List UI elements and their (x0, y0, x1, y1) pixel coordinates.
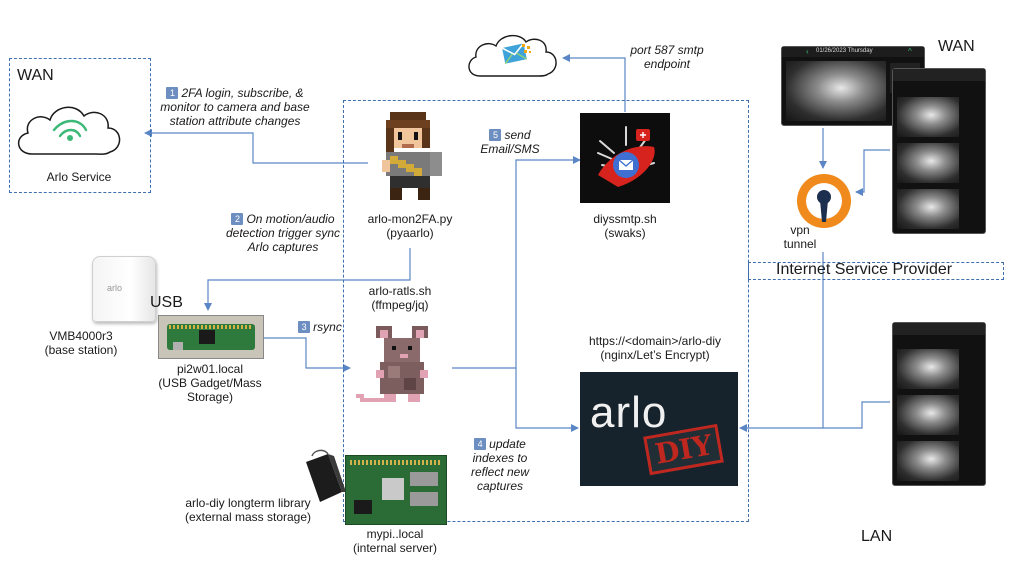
step-2-badge: 2 (231, 213, 244, 225)
step-5-badge: 5 (489, 129, 502, 141)
pi2w-line2: (USB Gadget/Mass (158, 376, 262, 390)
diyssmtp-sub: (swaks) (604, 226, 646, 240)
wan-phone-portrait (892, 68, 986, 234)
step-4-line4: captures (476, 479, 524, 493)
internal-network-box (343, 100, 749, 522)
external-drive-icon (306, 449, 346, 502)
mypi-line1: mypi..local (366, 527, 424, 541)
vpn-line1: vpn (790, 223, 810, 237)
port-line1: port 587 smtp (630, 43, 704, 57)
ratls-name: arlo-ratls.sh (368, 284, 432, 298)
swiss-army-knife-icon (597, 126, 655, 187)
arlo-logo-text: arlo (590, 388, 668, 437)
step-4-line1: update (489, 437, 526, 451)
library-line1: arlo-diy longterm library (185, 496, 311, 510)
vpn-icon (797, 174, 851, 228)
arrow-update-index (515, 368, 579, 432)
arlo-mon-label: arlo-mon2FA.py (pyaarlo) (350, 212, 470, 240)
port-587-label: port 587 smtp endpoint (612, 43, 722, 71)
vmb-line1: VMB4000r3 (49, 329, 113, 343)
base-station-label: VMB4000r3 (base station) (26, 329, 136, 357)
lan-phone-portrait (892, 322, 986, 486)
isp-banner (748, 262, 1004, 280)
step-5-line2: Email/SMS (480, 142, 540, 156)
library-label: arlo-diy longterm library (external mass… (168, 496, 328, 524)
arrow-send-email (452, 156, 581, 369)
smtp-cloud-icon (468, 35, 557, 77)
webserver-label: https://<domain>/arlo-diy (nginx/Let’s E… (570, 334, 740, 362)
step-1-line3: station attribute changes (169, 114, 301, 128)
arrow-2fa-link (144, 129, 368, 164)
mypi-line2: (internal server) (352, 541, 438, 555)
step-2-line1: On motion/audio (246, 212, 335, 226)
mypi-label: mypi..local (internal server) (340, 527, 450, 555)
arlo-diy-logo-tile: arlo DIY (580, 372, 738, 486)
arlo-mon-sub: (pyaarlo) (386, 226, 434, 240)
arlo-service-label: Arlo Service (46, 170, 112, 184)
step-4-badge: 4 (474, 438, 487, 450)
arrow-sync-captures (204, 248, 411, 311)
diyssmtp-name: diyssmtp.sh (593, 212, 657, 226)
step-2-line2: detection trigger sync (225, 226, 341, 240)
wan-zone-box (9, 58, 151, 193)
pi-zero-board (158, 315, 264, 359)
phone-nav-left-icon: ‹ (806, 47, 809, 56)
arrow-lan-phone (823, 401, 890, 429)
step-1-badge: 1 (166, 87, 179, 99)
step-3-badge: 3 (298, 321, 311, 333)
pi2w-label: pi2w01.local (USB Gadget/Mass Storage) (150, 362, 270, 404)
isp-label: Internet Service Provider (776, 261, 953, 278)
wan-right-label: WAN (938, 38, 975, 55)
web-line1: https://<domain>/arlo-diy (588, 334, 722, 348)
rat-pixel-icon (356, 326, 428, 402)
diyssmtp-tile (580, 113, 670, 203)
step-4-line3: reflect new (470, 465, 530, 479)
phone-date-text: 01/26/2023 Thursday (816, 48, 873, 54)
port-line2: endpoint (643, 57, 691, 71)
base-station-device: arlo (92, 256, 156, 322)
step-2-line3: Arlo captures (247, 240, 319, 254)
mypi-board (345, 455, 447, 525)
arrow-smtp-out (562, 54, 626, 112)
ratls-sub: (ffmpeg/jq) (371, 298, 429, 312)
vpn-line2: tunnel (783, 237, 817, 251)
step-3-line1: rsync (313, 320, 342, 334)
usb-label: USB (150, 294, 183, 311)
arrow-rsync (262, 337, 351, 372)
base-station-logo: arlo (107, 283, 123, 293)
web-line2: (nginx/Let’s Encrypt) (600, 348, 710, 362)
pi2w-line3: Storage) (186, 390, 234, 404)
wan-zone-label: WAN (17, 67, 54, 84)
pi2w-line1: pi2w01.local (176, 362, 244, 376)
library-line2: (external mass storage) (184, 510, 312, 524)
step-4-line2: indexes to (472, 451, 528, 465)
step-1-line1: 2FA login, subscribe, & (181, 86, 304, 100)
ratls-label: arlo-ratls.sh (ffmpeg/jq) (350, 284, 450, 312)
diyssmtp-label: diyssmtp.sh (swaks) (565, 212, 685, 240)
arrow-phone2-vpn (855, 149, 890, 196)
vmb-line2: (base station) (44, 343, 118, 357)
vpn-label: vpn tunnel (770, 223, 830, 251)
arlo-mon-character-icon (382, 112, 442, 200)
arlo-mon-name: arlo-mon2FA.py (367, 212, 453, 226)
lan-label: LAN (861, 528, 893, 545)
phone-nav-up-icon: ^ (908, 47, 912, 56)
step-1-line2: monitor to camera and base (160, 100, 310, 114)
arlo-cloud-icon (18, 106, 121, 155)
step-5-line1: send (504, 128, 531, 142)
